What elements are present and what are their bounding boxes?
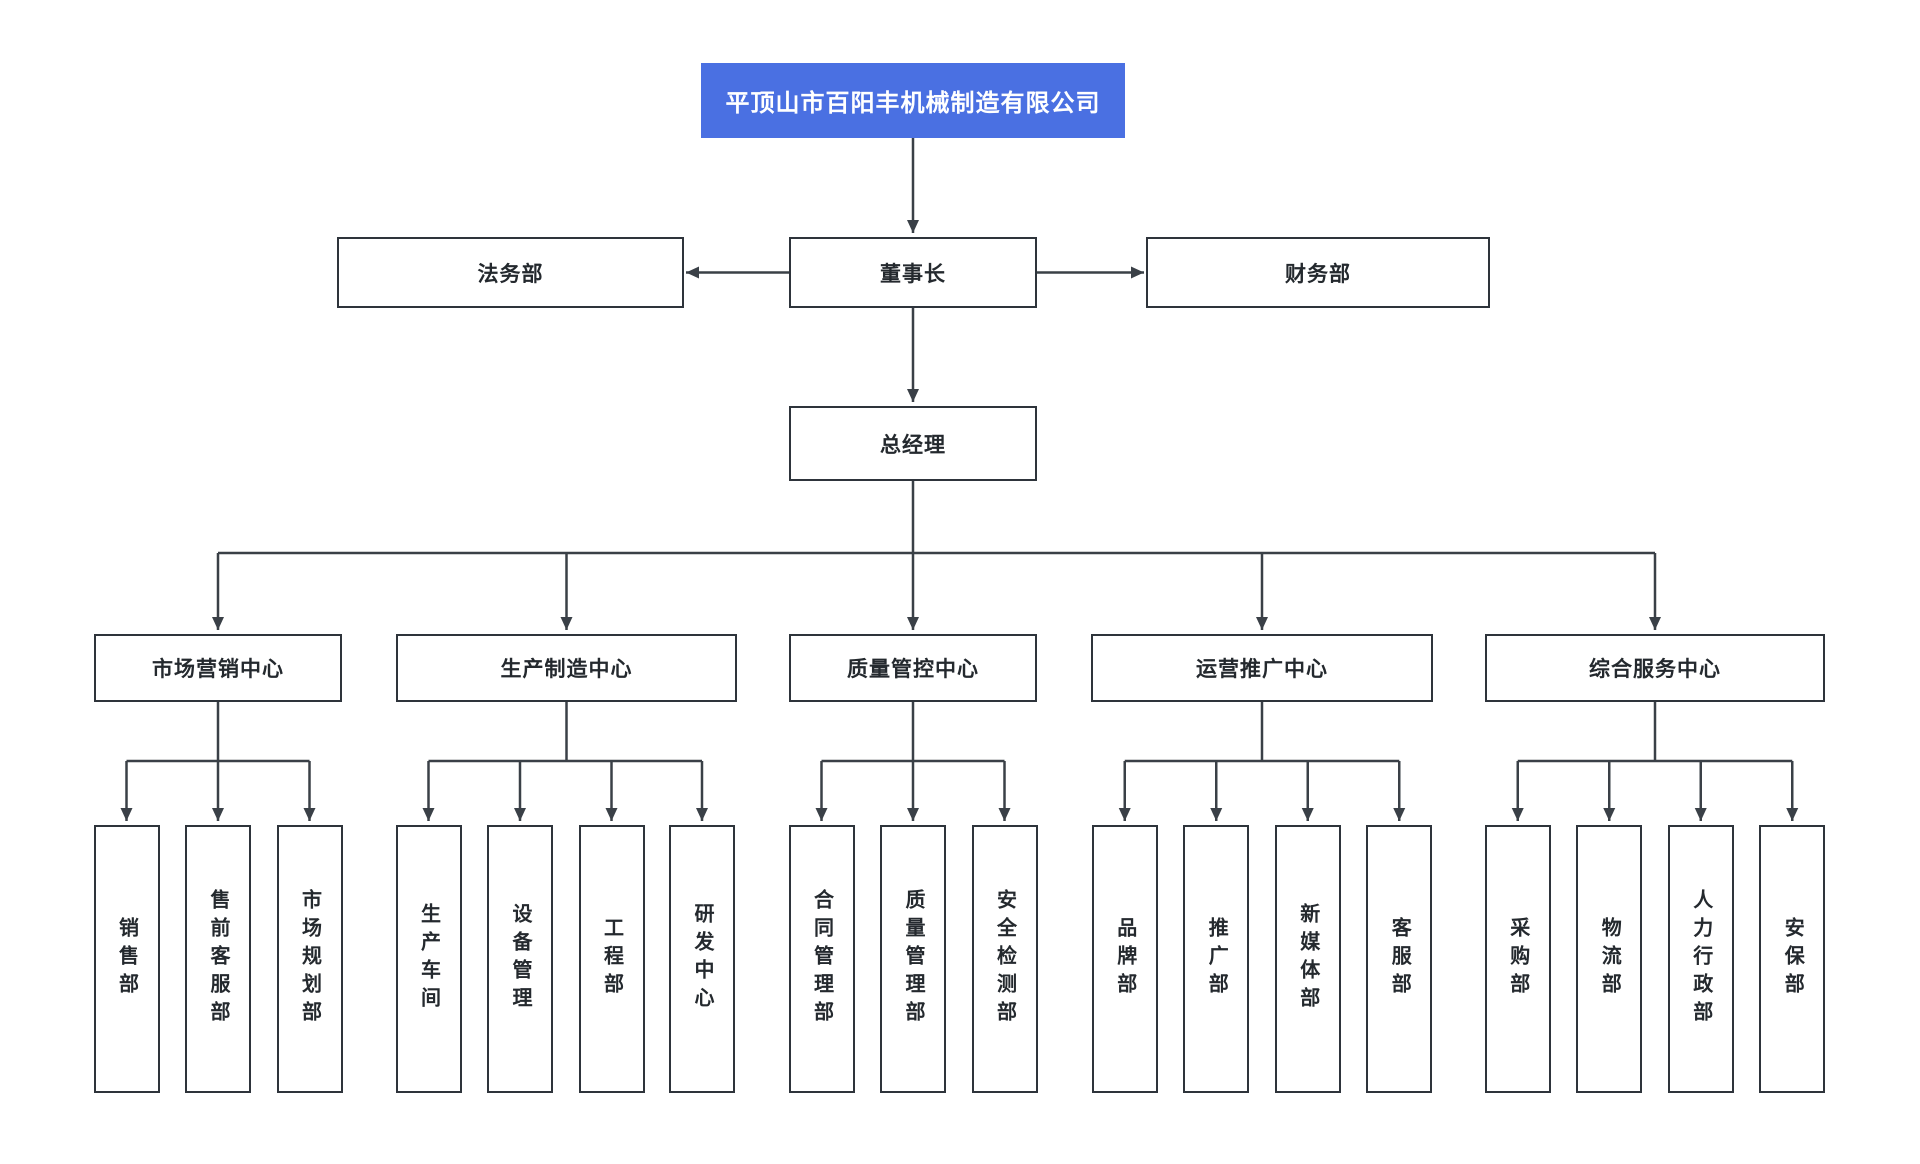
node-contract-management-dept: 合同管理部 <box>788 825 855 1093</box>
node-market-planning-dept: 市场规划部 <box>276 825 343 1093</box>
node-hr-admin-dept: 人力行政部 <box>1667 825 1734 1093</box>
node-production-center: 生产制造中心 <box>396 634 737 702</box>
node-security-dept: 安保部 <box>1759 825 1826 1093</box>
node-equipment-management: 设备管理 <box>487 825 553 1093</box>
node-chairman: 董事长 <box>789 237 1037 308</box>
node-presales-service-dept: 售前客服部 <box>185 825 251 1093</box>
node-engineering-dept: 工程部 <box>578 825 645 1093</box>
node-marketing-center: 市场营销中心 <box>94 634 342 702</box>
node-finance: 财务部 <box>1146 237 1490 308</box>
node-procurement-dept: 采购部 <box>1484 825 1551 1093</box>
node-quality-management-dept: 质量管理部 <box>880 825 946 1093</box>
node-safety-inspection-dept: 安全检测部 <box>971 825 1038 1093</box>
node-operations-center: 运营推广中心 <box>1091 634 1433 702</box>
node-promotion-dept: 推广部 <box>1183 825 1250 1093</box>
node-rd-center: 研发中心 <box>669 825 735 1093</box>
node-company: 平顶山市百阳丰机械制造有限公司 <box>701 63 1125 138</box>
node-logistics-dept: 物流部 <box>1576 825 1643 1093</box>
node-legal: 法务部 <box>337 237 684 308</box>
node-services-center: 综合服务中心 <box>1485 634 1825 702</box>
node-customer-service-dept: 客服部 <box>1366 825 1433 1093</box>
node-sales-dept: 销售部 <box>93 825 160 1093</box>
node-quality-center: 质量管控中心 <box>789 634 1037 702</box>
node-general-manager: 总经理 <box>789 406 1037 481</box>
node-new-media-dept: 新媒体部 <box>1274 825 1341 1093</box>
node-brand-dept: 品牌部 <box>1091 825 1158 1093</box>
node-production-workshop: 生产车间 <box>395 825 462 1093</box>
